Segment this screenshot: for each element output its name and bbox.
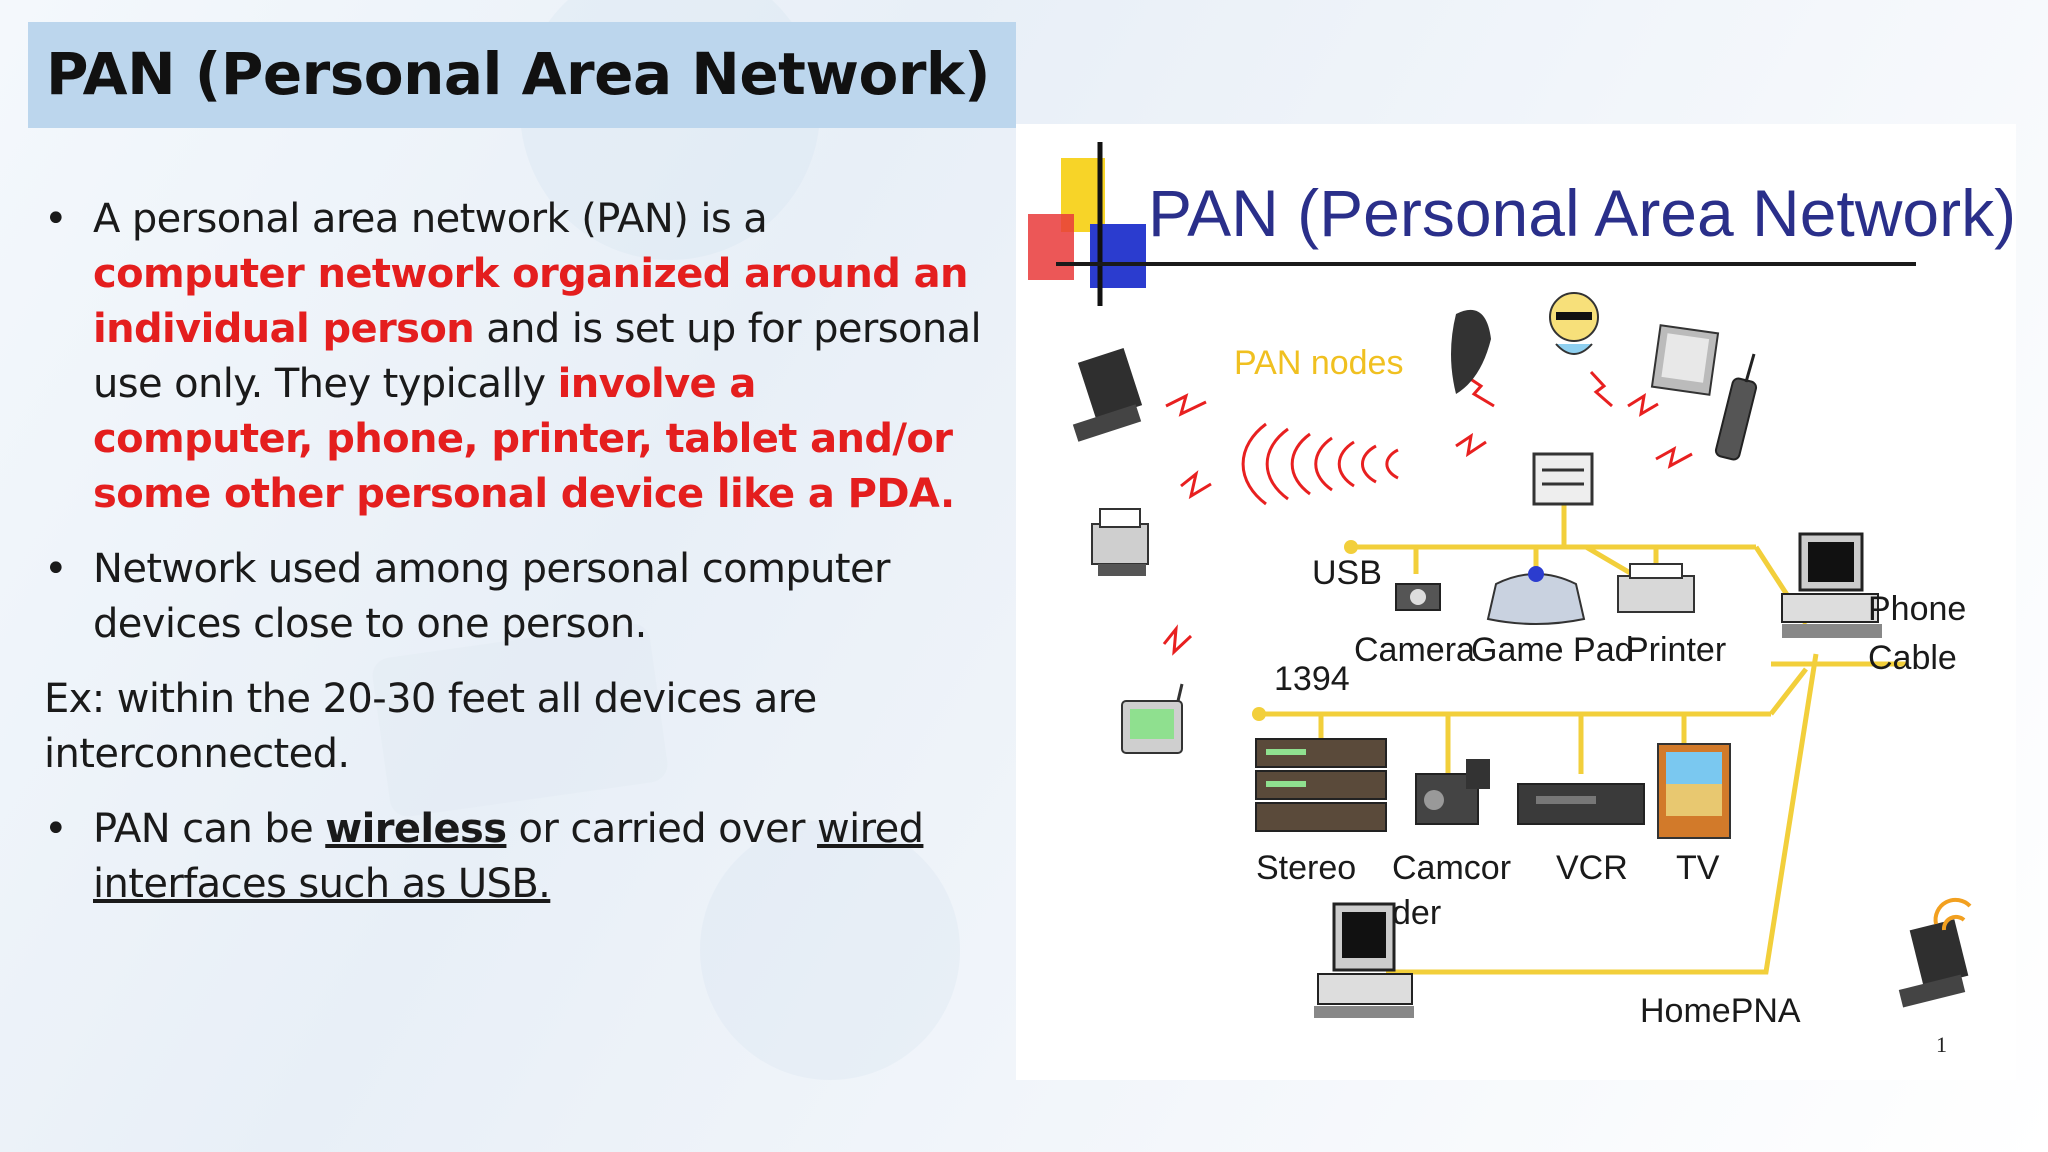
signal-bolts [1162,370,1693,656]
cable-label: Cable [1868,639,1957,677]
bullet-pan-definition: A personal area network (PAN) is a compu… [44,192,984,522]
tv-label: TV [1676,849,1720,887]
laptop-icon [1072,348,1143,442]
pda-icon [1121,683,1184,754]
camcorder-label-line1: Camcor [1392,849,1511,887]
tablet-icon [1650,324,1720,396]
slide-title: PAN (Personal Area Network) [46,40,991,108]
highlight-text: computer network organized around an ind… [93,251,968,352]
vcr-icon [1517,783,1645,825]
text-span: or carried over [506,806,818,852]
desktop-computer-icon [1781,532,1882,638]
firewire-endpoint [1252,707,1266,721]
figure-page-number: 1 [1936,1032,1947,1057]
stereo-icon [1255,738,1387,832]
homepna-computer-icon [1314,902,1414,1018]
pan-diagram: PAN (Personal Area Network) [1016,124,2016,1080]
camera-label: Camera [1354,631,1475,669]
title-bar: PAN (Personal Area Network) [28,22,1016,128]
wireless-text: wireless [325,806,507,852]
usb-printer-icon [1617,563,1695,613]
phone-label: Phone [1868,590,1966,628]
wired-text: wired interfaces such as USB. [93,806,924,907]
text-span: PAN can be [93,806,326,852]
bullet-network-use: Network used among personal computer dev… [44,542,984,652]
usb-label: USB [1312,554,1382,592]
bullet-wireless-wired: PAN can be wireless or carried over wire… [44,802,984,912]
pan-nodes-label: PAN nodes [1234,344,1403,382]
pan-diagram-svg: PAN (Personal Area Network) [1028,142,2016,1057]
phone-handset-icon [1451,309,1491,394]
homepna-line [1386,653,1819,975]
tv-icon [1657,743,1731,839]
logo-square-red [1028,214,1074,280]
printer-icon [1091,508,1149,576]
printer-label: Printer [1626,631,1726,669]
example-text: Ex: within the 20-30 feet all devices ar… [44,676,817,777]
camcorder-label-line2: der [1392,894,1441,932]
wireless-waves-icon [1241,422,1399,506]
usb-endpoint [1344,540,1358,554]
pan-hub-icon [1532,452,1594,506]
firewire-to-pc [1769,667,1808,716]
firewire-1394-label: 1394 [1274,660,1350,698]
vcr-label: VCR [1556,849,1628,887]
figure-heading: PAN (Personal Area Network) [1148,176,2016,250]
person-icon [1549,292,1599,355]
homepna-label: HomePNA [1640,992,1801,1030]
wireless-laptop-icon [1898,897,1972,1008]
text-span: and is set up for personal use only. The… [93,306,982,407]
game-pad-label: Game Pad [1471,631,1634,669]
highlight-text: involve a computer, phone, printer, tabl… [93,361,955,517]
game-pad-icon [1486,566,1586,625]
camera-icon [1395,583,1441,611]
slide-content: A personal area network (PAN) is a compu… [44,192,984,932]
cell-phone-icon [1714,353,1758,461]
stereo-label: Stereo [1256,849,1356,887]
text-span: A personal area network (PAN) is a [93,196,768,242]
camcorder-icon [1415,759,1490,825]
